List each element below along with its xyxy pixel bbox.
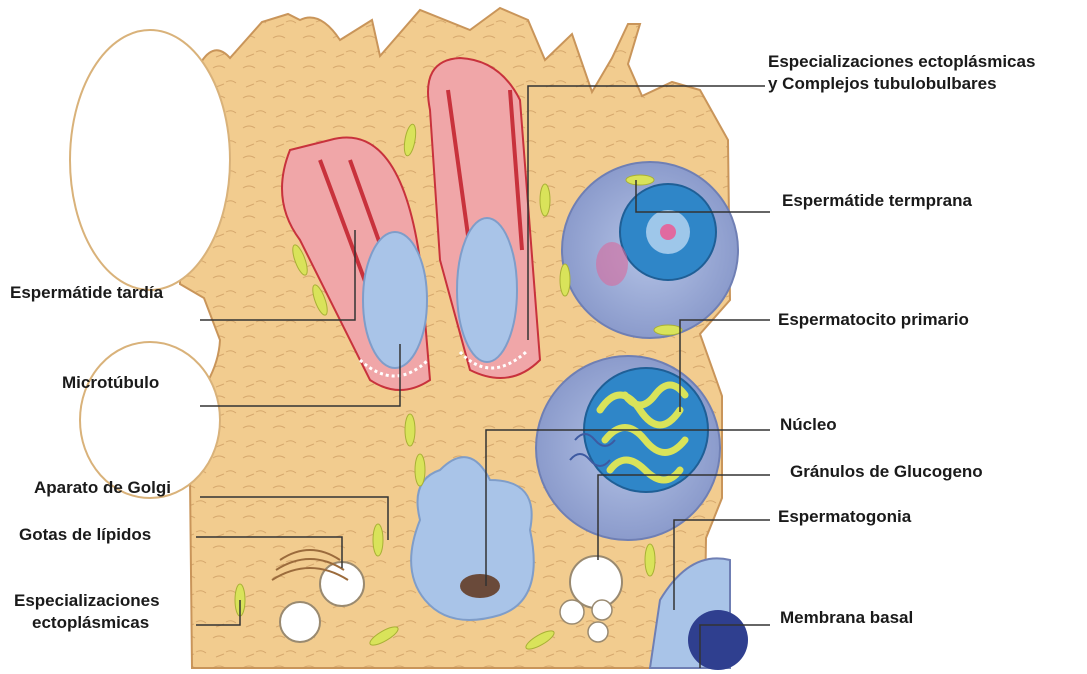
label-nucleo: Núcleo (780, 414, 837, 436)
label-especializaciones-ectoplasmicas: Especializaciones ectoplásmicas (14, 590, 160, 634)
primary-spermatocyte (536, 356, 720, 540)
label-espermatocito-primario: Espermatocito primario (778, 309, 969, 331)
label-espermatide-tardia: Espermátide tardía (10, 282, 163, 304)
label-membrana-basal: Membrana basal (780, 607, 913, 629)
label-granulos-glucogeno: Gránulos de Glucogeno (790, 461, 983, 483)
label-aparato-golgi: Aparato de Golgi (34, 477, 171, 499)
label-gotas-lipidos: Gotas de lípidos (19, 524, 151, 546)
label-especializaciones-complejos-line1: Especializaciones ectoplásmicas (768, 51, 1035, 73)
label-especializaciones-complejos-line2: y Complejos tubulobulbares (768, 73, 1035, 95)
label-especializaciones-ectoplasmicas-line2: ectoplásmicas (14, 612, 160, 634)
label-espermatogonia: Espermatogonia (778, 506, 911, 528)
label-microtubulo: Microtúbulo (62, 372, 159, 394)
label-espermatide-temprana: Espermátide termprana (782, 190, 972, 212)
label-especializaciones-complejos: Especializaciones ectoplásmicas y Comple… (768, 51, 1035, 95)
left-void-top (70, 30, 230, 290)
early-spermatid (562, 162, 738, 338)
label-especializaciones-ectoplasmicas-line1: Especializaciones (14, 590, 160, 612)
left-void-bottom (80, 342, 220, 498)
